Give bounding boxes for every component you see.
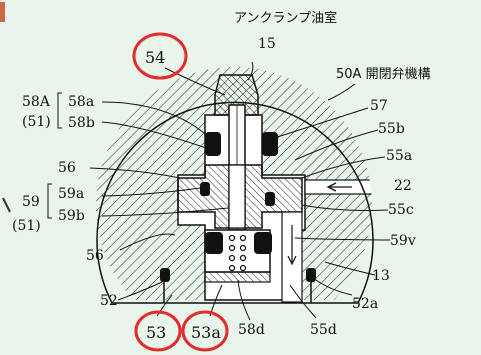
- label-59b: 59b: [58, 208, 85, 224]
- seal-lower-right: [254, 232, 272, 254]
- label-55d: 55d: [310, 322, 337, 338]
- label-59: 59: [22, 194, 40, 210]
- label-55a: 55a: [386, 148, 412, 164]
- label-52a: 52a: [352, 296, 378, 312]
- seal-lower-left: [205, 232, 223, 254]
- title-unclamp-chamber: アンクランプ油室: [234, 10, 337, 26]
- label-51-bottom: (51): [12, 218, 41, 234]
- seal-59a: [200, 182, 210, 196]
- label-55b: 55b: [378, 121, 405, 137]
- label-59a: 59a: [58, 186, 84, 202]
- label-58A: 58A: [22, 94, 51, 110]
- label-59v: 59v: [390, 233, 416, 249]
- bottom-passage: [163, 282, 312, 303]
- label-57: 57: [370, 98, 388, 114]
- valve-seat: [204, 271, 271, 283]
- seal-52: [160, 268, 170, 282]
- label-52: 52: [100, 293, 118, 309]
- label-50a: 50A 開閉弁機構: [336, 67, 431, 82]
- label-58a: 58a: [68, 94, 94, 110]
- seal-58b: [262, 132, 278, 156]
- label-58b: 58b: [68, 115, 95, 131]
- label-53a: 53a: [191, 323, 221, 342]
- label-56-bottom: 56: [86, 248, 104, 264]
- label-56-top: 56: [58, 160, 76, 176]
- label-22: 22: [394, 178, 412, 194]
- edge-mark: [0, 2, 5, 22]
- top-port-plug: [214, 74, 259, 116]
- label-51-top: (51): [22, 114, 51, 130]
- edge-mark-line: [2, 197, 11, 213]
- seal-52a: [306, 268, 316, 282]
- label-15: 15: [258, 36, 276, 52]
- label-58d: 58d: [238, 322, 265, 338]
- seal-58a: [205, 132, 221, 156]
- highlight-circle-53: [134, 310, 182, 352]
- label-54: 54: [145, 48, 165, 67]
- label-53: 53: [146, 323, 166, 342]
- seal-59b: [265, 192, 275, 206]
- spring-coils: [228, 234, 247, 272]
- highlight-circle-54: [132, 32, 188, 80]
- highlight-circle-53a: [181, 310, 229, 352]
- label-13: 13: [372, 268, 390, 284]
- label-55c: 55c: [388, 202, 414, 218]
